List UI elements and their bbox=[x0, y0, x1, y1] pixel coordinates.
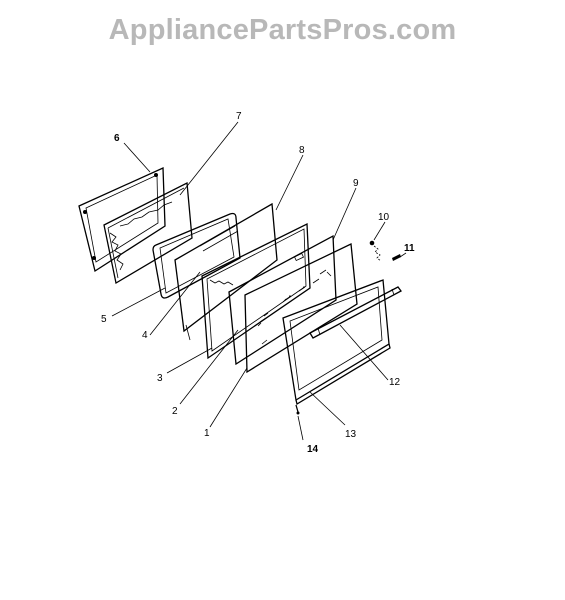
leader-lines bbox=[111, 121, 407, 441]
watermark-text: AppliancePartsPros.com bbox=[108, 14, 457, 46]
part-3-glass-panel bbox=[201, 222, 311, 360]
callout-labels: 6 7 8 9 10 11 5 4 3 2 1 12 13 14 bbox=[101, 111, 415, 455]
part-14-screw bbox=[295, 404, 300, 415]
callout-14: 14 bbox=[307, 444, 319, 455]
callout-9: 9 bbox=[353, 178, 359, 189]
callout-4: 4 bbox=[142, 330, 148, 341]
callout-7: 7 bbox=[236, 111, 242, 122]
callout-2: 2 bbox=[172, 406, 178, 417]
part-13-door-frame bbox=[282, 279, 391, 406]
callout-1: 1 bbox=[204, 428, 210, 439]
part-11-screw bbox=[392, 254, 401, 261]
callout-6: 6 bbox=[114, 133, 120, 144]
callout-11: 11 bbox=[404, 243, 415, 254]
callout-3: 3 bbox=[157, 373, 163, 384]
part-10-screw bbox=[369, 240, 382, 262]
callout-8: 8 bbox=[299, 145, 305, 156]
part-12-door-handle bbox=[309, 286, 402, 339]
callout-10: 10 bbox=[378, 212, 390, 223]
part-7-insulation bbox=[103, 181, 193, 285]
callout-5: 5 bbox=[101, 314, 107, 325]
callout-12: 12 bbox=[389, 377, 401, 388]
part-5-gasket bbox=[152, 212, 241, 299]
callout-13: 13 bbox=[345, 429, 357, 440]
part-6-inner-liner bbox=[78, 167, 166, 273]
part-9-outer-glass bbox=[228, 234, 337, 366]
part-1-large-glass bbox=[244, 243, 358, 374]
part-4-glass-panel bbox=[174, 202, 278, 341]
